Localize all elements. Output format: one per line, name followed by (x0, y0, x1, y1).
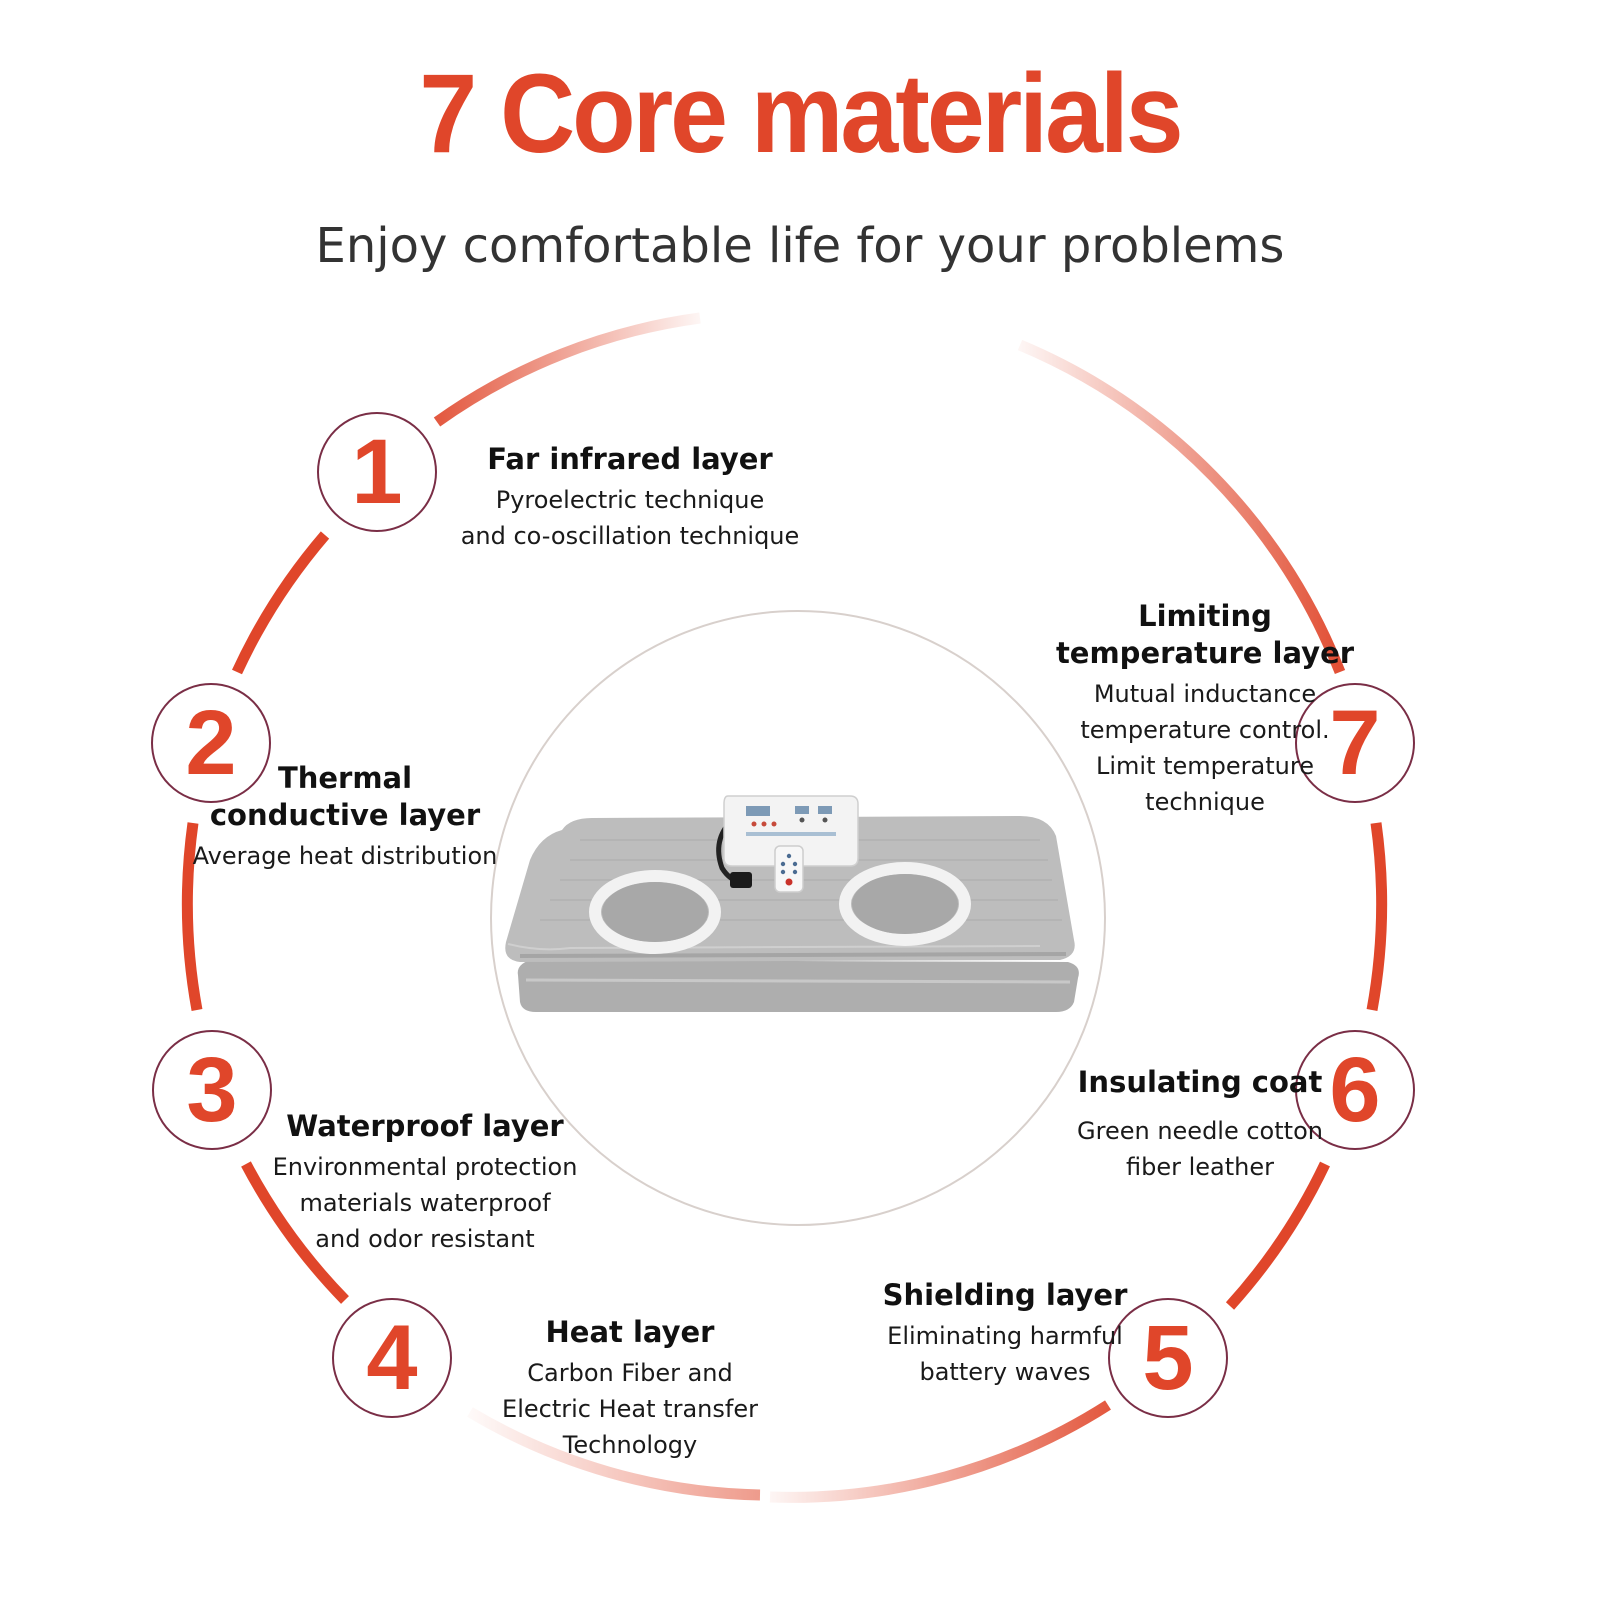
layer-2-desc-line: Average heat distribution (192, 842, 498, 870)
layer-5-desc-line: battery waves (919, 1358, 1091, 1386)
layer-2-description: Average heat distribution (190, 838, 500, 874)
layer-6-heading: Insulating coat (1077, 1065, 1323, 1099)
layer-4-desc-line: Carbon Fiber and (527, 1359, 733, 1387)
layer-7-number: 7 (1295, 683, 1415, 803)
layer-4-heading: Heat layer (545, 1315, 715, 1349)
layer-7-description: Mutual inductance temperature control. L… (1040, 676, 1370, 820)
layer-3-desc-line: Environmental protection (272, 1153, 578, 1181)
layer-4-desc-line: Electric Heat transfer (502, 1395, 758, 1423)
layer-1-description: Pyroelectric technique and co-oscillatio… (440, 482, 820, 554)
layer-6-desc-line: Green needle cotton (1077, 1117, 1323, 1145)
layer-7-desc-line: Mutual inductance (1093, 680, 1317, 708)
layer-6-description: Green needle cotton fiber leather (1040, 1113, 1360, 1185)
layer-7-desc-line: Limit temperature (1096, 752, 1314, 780)
layer-1-label: Far infrared layer Pyroelectric techniqu… (440, 441, 820, 554)
layer-7-desc-line: temperature control. (1080, 716, 1330, 744)
layer-5-number: 5 (1108, 1298, 1228, 1418)
layer-7-desc-line: technique (1145, 788, 1265, 816)
layer-3-number: 3 (152, 1030, 272, 1150)
layer-4-description: Carbon Fiber and Electric Heat transfer … (475, 1355, 785, 1463)
layer-3-label: Waterproof layer Environmental protectio… (260, 1108, 590, 1257)
layer-4-number: 4 (332, 1298, 452, 1418)
layer-1-heading: Far infrared layer (487, 442, 773, 476)
layer-5-description: Eliminating harmful battery waves (855, 1318, 1155, 1390)
layer-2-heading: Thermal conductive layer (209, 761, 481, 832)
layer-6-desc-line: fiber leather (1125, 1153, 1274, 1181)
layer-7-label: Limiting temperature layer Mutual induct… (1040, 598, 1370, 820)
layer-3-desc-line: materials waterproof (299, 1189, 551, 1217)
layer-4-desc-line: Technology (562, 1431, 698, 1459)
layer-6-label: Insulating coat Green needle cotton fibe… (1040, 1064, 1360, 1185)
layer-5-desc-line: Eliminating harmful (887, 1322, 1123, 1350)
sauna-blanket-image (505, 795, 1079, 1012)
layer-5-heading: Shielding layer (882, 1278, 1128, 1312)
layer-3-description: Environmental protection materials water… (260, 1149, 590, 1257)
layer-1-desc-line: and co-oscillation technique (460, 522, 800, 550)
layer-1-desc-line: Pyroelectric technique (495, 486, 765, 514)
layer-3-heading: Waterproof layer (286, 1109, 564, 1143)
layer-4-label: Heat layer Carbon Fiber and Electric Hea… (475, 1314, 785, 1463)
layer-2-label: Thermal conductive layer Average heat di… (190, 760, 500, 874)
layer-5-label: Shielding layer Eliminating harmful batt… (855, 1277, 1155, 1390)
layer-6-number: 6 (1295, 1030, 1415, 1150)
layer-3-desc-line: and odor resistant (315, 1225, 535, 1253)
layer-2-number: 2 (151, 683, 271, 803)
layer-7-heading: Limiting temperature layer (1055, 599, 1355, 670)
page-title: 7 Core materials (419, 51, 1183, 177)
layer-1-number: 1 (317, 412, 437, 532)
page-subtitle: Enjoy comfortable life for your problems (315, 218, 1285, 274)
